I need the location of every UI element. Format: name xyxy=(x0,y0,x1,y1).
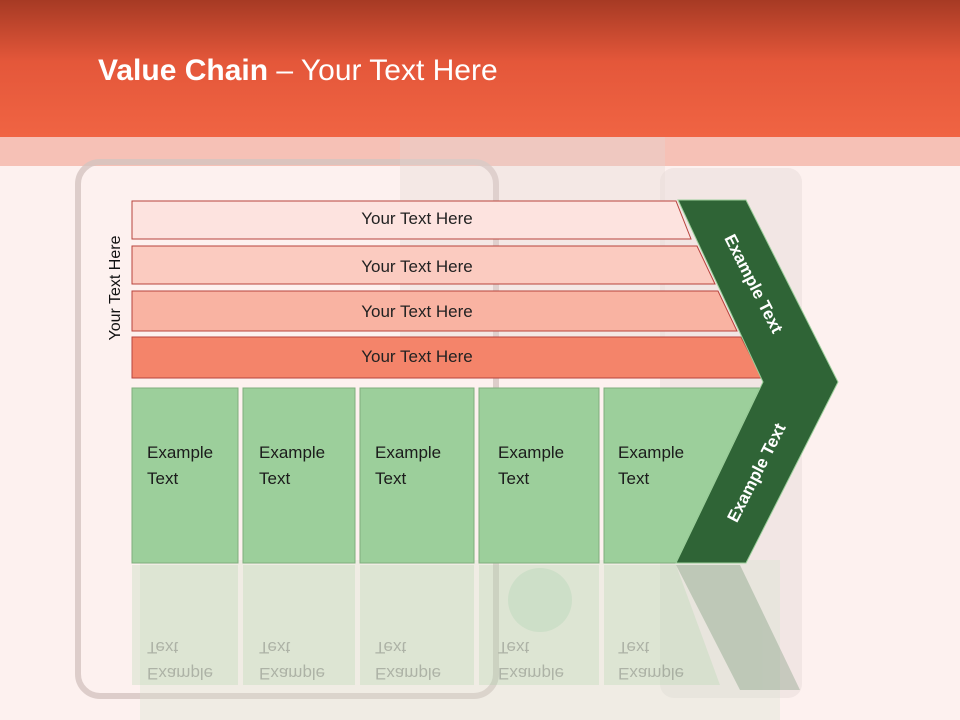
bar-3 xyxy=(131,290,738,332)
bar-1-label: Your Text Here xyxy=(361,209,473,228)
box-2 xyxy=(242,387,356,564)
box-1-reflection-line-1: Example xyxy=(147,664,214,683)
title-bold: Value Chain xyxy=(98,54,269,87)
box-2-line-1: Example xyxy=(259,443,326,462)
boxes-reflection xyxy=(132,565,800,690)
box-1-reflection-line-2: Text xyxy=(147,638,179,657)
box-2-line-2: Text xyxy=(259,469,291,488)
box-4-reflection: Example Text xyxy=(498,634,564,686)
box-5-line-1: Example xyxy=(618,443,685,462)
box-5-line-2: Text xyxy=(618,469,650,488)
box-4-text: Example Text xyxy=(498,440,564,492)
box-2-reflection: Example Text xyxy=(259,634,325,686)
box-5-text: Example Text xyxy=(618,440,684,492)
box-1-reflection: Example Text xyxy=(147,634,213,686)
box-5-reflection-line-2: Text xyxy=(618,638,650,657)
bar-2-label: Your Text Here xyxy=(361,257,473,276)
box-3 xyxy=(359,387,475,564)
box-1 xyxy=(131,387,239,564)
chevron-arrow xyxy=(675,199,839,564)
bar-3-label: Your Text Here xyxy=(361,302,473,321)
box-4-reflection-line-2: Text xyxy=(498,638,530,657)
box-2-text: Example Text xyxy=(259,440,325,492)
box-4 xyxy=(478,387,600,564)
box-2-reflection-line-1: Example xyxy=(259,664,326,683)
bar-1 xyxy=(131,200,692,240)
page-title: Value Chain – Your Text Here xyxy=(98,54,498,88)
box-5-reflection: Example Text xyxy=(618,634,684,686)
title-rest: – Your Text Here xyxy=(268,54,498,87)
box-3-line-2: Text xyxy=(375,469,407,488)
box-4-reflection-line-1: Example xyxy=(498,664,565,683)
box-4-line-2: Text xyxy=(498,469,530,488)
box-3-reflection: Example Text xyxy=(375,634,441,686)
box-1-line-2: Text xyxy=(147,469,179,488)
box-3-reflection-line-2: Text xyxy=(375,638,407,657)
box-1-text: Example Text xyxy=(147,440,213,492)
box-3-text: Example Text xyxy=(375,440,441,492)
box-1-line-1: Example xyxy=(147,443,214,462)
bar-4-label: Your Text Here xyxy=(361,347,473,366)
box-4-line-1: Example xyxy=(498,443,565,462)
bar-2 xyxy=(131,245,716,285)
box-2-reflection-line-2: Text xyxy=(259,638,291,657)
box-5-reflection-line-1: Example xyxy=(618,664,685,683)
header-bar xyxy=(0,0,960,137)
box-3-line-1: Example xyxy=(375,443,442,462)
box-3-reflection-line-1: Example xyxy=(375,664,442,683)
